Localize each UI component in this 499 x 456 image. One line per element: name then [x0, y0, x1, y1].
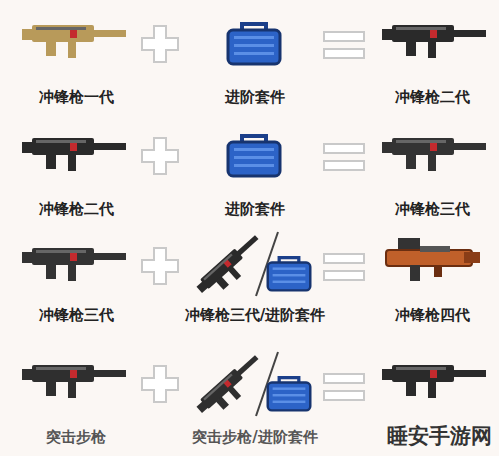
equals-sign: [324, 144, 364, 170]
plus-sign: [142, 26, 178, 62]
watermark: 睡安手游网: [384, 424, 495, 449]
equals-sign: [324, 32, 364, 58]
smg-2: [382, 25, 486, 58]
assault-rifle-2: [382, 365, 486, 398]
upgrade-kit: [268, 258, 311, 291]
smg-4-launcher: [386, 238, 480, 281]
weapon-label: 冲锋枪三代: [39, 306, 114, 324]
plus-sign: [142, 366, 178, 402]
weapon-label: 冲锋枪三代/进阶套件: [185, 306, 325, 324]
smg-1: [22, 25, 126, 58]
weapon-label: 冲锋枪二代: [39, 200, 114, 218]
weapon-label: 进阶套件: [225, 200, 285, 218]
equals-sign: [324, 374, 364, 400]
smg-3: [382, 138, 486, 171]
weapon-label: 冲锋枪四代: [395, 306, 470, 324]
weapon-label: 冲锋枪二代: [395, 88, 470, 106]
smg-3: [22, 248, 126, 281]
weapon-label: 突击步枪/进阶套件: [192, 428, 317, 446]
weapon-label: 冲锋枪三代: [395, 200, 470, 218]
weapon-label: 进阶套件: [225, 88, 285, 106]
smg-2: [22, 138, 126, 171]
plus-sign: [142, 248, 178, 284]
assault-rifle: [22, 365, 126, 398]
upgrade-kit: [228, 136, 280, 176]
upgrade-kit: [268, 378, 311, 411]
weapon-label: 突击步枪: [46, 428, 106, 446]
weapon-label: 冲锋枪一代: [39, 88, 114, 106]
upgrade-kit: [228, 24, 280, 64]
plus-sign: [142, 138, 178, 174]
equals-sign: [324, 254, 364, 280]
